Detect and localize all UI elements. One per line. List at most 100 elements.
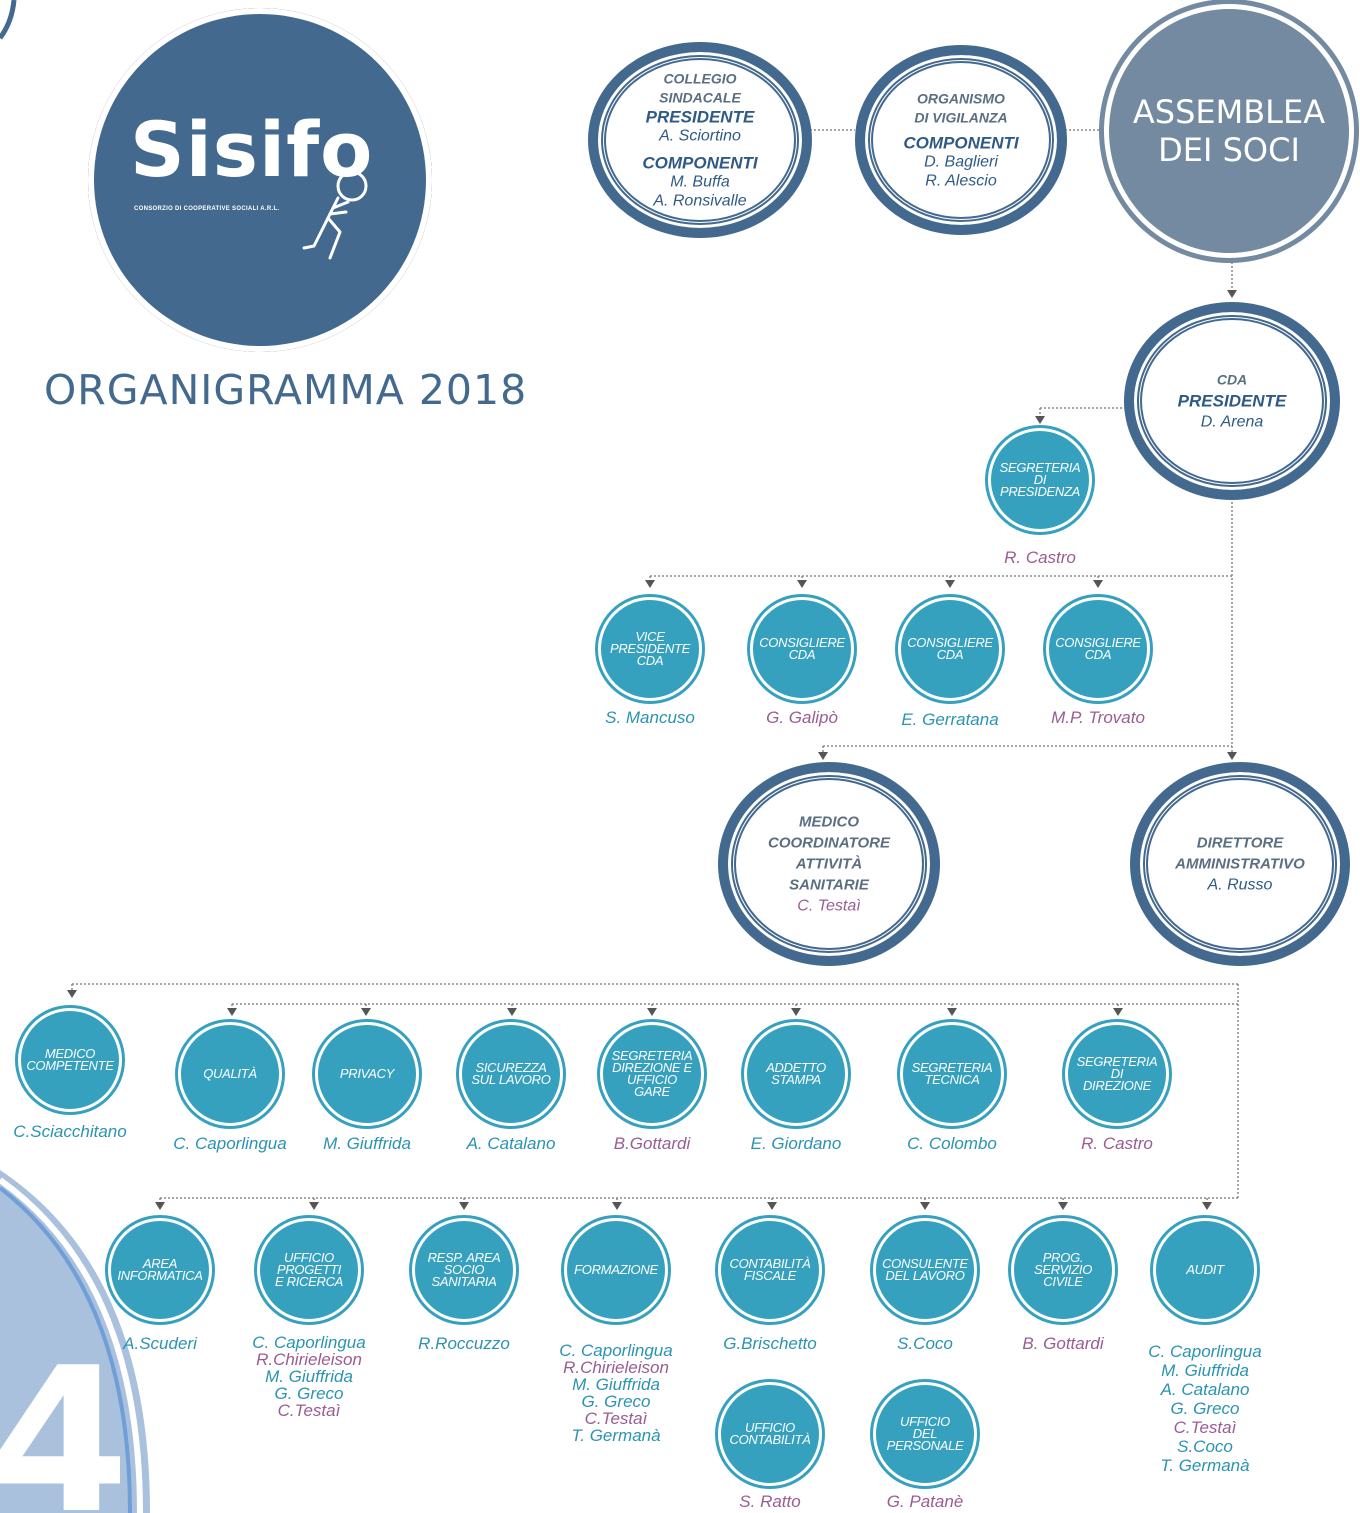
organismo-line1: ORGANISMO	[917, 90, 1005, 107]
office-0-label-line: AREA	[142, 1256, 178, 1271]
staff-7-label-line: DI	[1110, 1066, 1124, 1081]
sub-office-1-person: G. Patanè	[886, 1492, 964, 1511]
staff-0-label-line: COMPETENTE	[26, 1058, 114, 1073]
office-6-label-line: SERVIZIO	[1033, 1262, 1093, 1277]
assemblea-line1: ASSEMBLEA	[1132, 93, 1326, 131]
council-1-label-line: CDA	[788, 647, 816, 662]
council-3-label-line: CONSIGLIERE	[1055, 635, 1141, 650]
sisifo-logo-circle	[88, 8, 432, 352]
office-4-label-line: CONTABILITÀ	[729, 1256, 811, 1271]
council-0-person: S. Mancuso	[605, 708, 695, 727]
office-3-label: FORMAZIONE	[567, 1263, 665, 1276]
council-1-label-line: CONSIGLIERE	[759, 635, 845, 650]
staff-4-label-line: DIREZIONE E	[612, 1060, 692, 1075]
collegio-name1: A. Sciortino	[659, 127, 741, 145]
office-4-label-line: FISCALE	[743, 1268, 797, 1283]
staff-5-label-line: ADDETTO	[766, 1060, 826, 1075]
office-1-2-person: M. Giuffrida	[265, 1367, 353, 1386]
medico-coordinatore-node: MEDICO COORDINATORE ATTIVITÀ SANITARIE C…	[718, 762, 940, 966]
staff-2-person: M. Giuffrida	[323, 1134, 411, 1153]
collegio-sindacale-node: COLLEGIO SINDACALE PRESIDENTE A. Sciorti…	[588, 42, 812, 238]
staff-1-label-line: QUALITÀ	[203, 1066, 257, 1081]
staff-2-node: PRIVACY	[315, 1022, 419, 1126]
sub-office-1-label-line: UFFICIO	[900, 1414, 950, 1429]
office-3-0-person: C. Caporlingua	[559, 1341, 673, 1360]
staff-4-person: B.Gottardi	[613, 1134, 691, 1153]
office-7-0-person: C. Caporlingua	[1148, 1342, 1262, 1361]
office-3-5-person: T. Germanà	[571, 1426, 661, 1445]
staff-1-person: C. Caporlingua	[173, 1134, 287, 1153]
office-1-1-person: R.Chirieleison	[256, 1350, 362, 1369]
council-3-label-line: CDA	[1084, 647, 1112, 662]
organismo-name2: R. Alescio	[925, 172, 997, 190]
office-2-label-line: SANITARIA	[431, 1274, 497, 1289]
organismo-line2: DI VIGILANZA	[914, 109, 1008, 126]
office-1-label-line: UFFICIO	[284, 1250, 334, 1265]
office-3-node: FORMAZIONE	[564, 1218, 668, 1322]
staff-4-label-line: GARE	[634, 1084, 670, 1099]
office-1-label-line: E RICERCA	[274, 1274, 344, 1289]
office-1-3-person: G. Greco	[274, 1384, 344, 1403]
direttore-line1: DIRETTORE	[1196, 834, 1284, 852]
office-7-label-line: AUDIT	[1186, 1262, 1224, 1277]
direttore-line2: AMMINISTRATIVO	[1175, 855, 1305, 873]
collegio-name2: M. Buffa	[670, 173, 730, 191]
staff-3-person: A. Catalano	[466, 1134, 556, 1153]
sub-office-0-label-line: UFFICIO	[745, 1420, 795, 1435]
sub-office-1-label-line: DEL	[912, 1426, 938, 1441]
office-5-0-person: S.Coco	[897, 1334, 953, 1353]
council-0-label-line: CDA	[636, 653, 664, 668]
page-title: ORGANIGRAMMA 2018	[44, 366, 528, 414]
office-3-1-person: R.Chirieleison	[563, 1358, 669, 1377]
office-3-2-person: M. Giuffrida	[572, 1375, 660, 1394]
direttore-amministrativo-node: DIRETTORE AMMINISTRATIVO A. Russo	[1130, 762, 1350, 966]
office-2-0-person: R.Roccuzzo	[418, 1334, 510, 1353]
sub-office-0-label-line: CONTABILITÀ	[729, 1432, 811, 1447]
sub-office-0-person: S. Ratto	[739, 1492, 801, 1511]
staff-2-label-line: PRIVACY	[339, 1066, 395, 1081]
office-7-5-person: S.Coco	[1177, 1437, 1233, 1456]
office-7-2-person: A. Catalano	[1160, 1380, 1250, 1399]
segreteria-presidenza-label-line: DI	[1033, 472, 1047, 487]
collegio-name3: A. Ronsivalle	[653, 192, 747, 210]
office-2-label-line: RESP. AREA	[427, 1250, 501, 1265]
organismo-role: COMPONENTI	[903, 133, 1019, 153]
assemblea-soci-node: ASSEMBLEA DEI SOCI	[1104, 4, 1354, 258]
council-2-label-line: CONSIGLIERE	[907, 635, 993, 650]
staff-4-label-line: SEGRETERIA	[611, 1048, 693, 1063]
office-5-label-line: DEL LAVORO	[885, 1268, 965, 1283]
cda-line1: CDA	[1216, 371, 1248, 388]
staff-7-label-line: SEGRETERIA	[1076, 1054, 1158, 1069]
staff-5-person: E. Giordano	[750, 1134, 842, 1153]
corner-arc-top	[0, 0, 17, 40]
office-7-6-person: T. Germanà	[1160, 1456, 1250, 1475]
office-6-label-line: PROG.	[1042, 1250, 1084, 1265]
office-2-label-line: SOCIO	[443, 1262, 485, 1277]
staff-5-label-line: STAMPA	[771, 1072, 821, 1087]
